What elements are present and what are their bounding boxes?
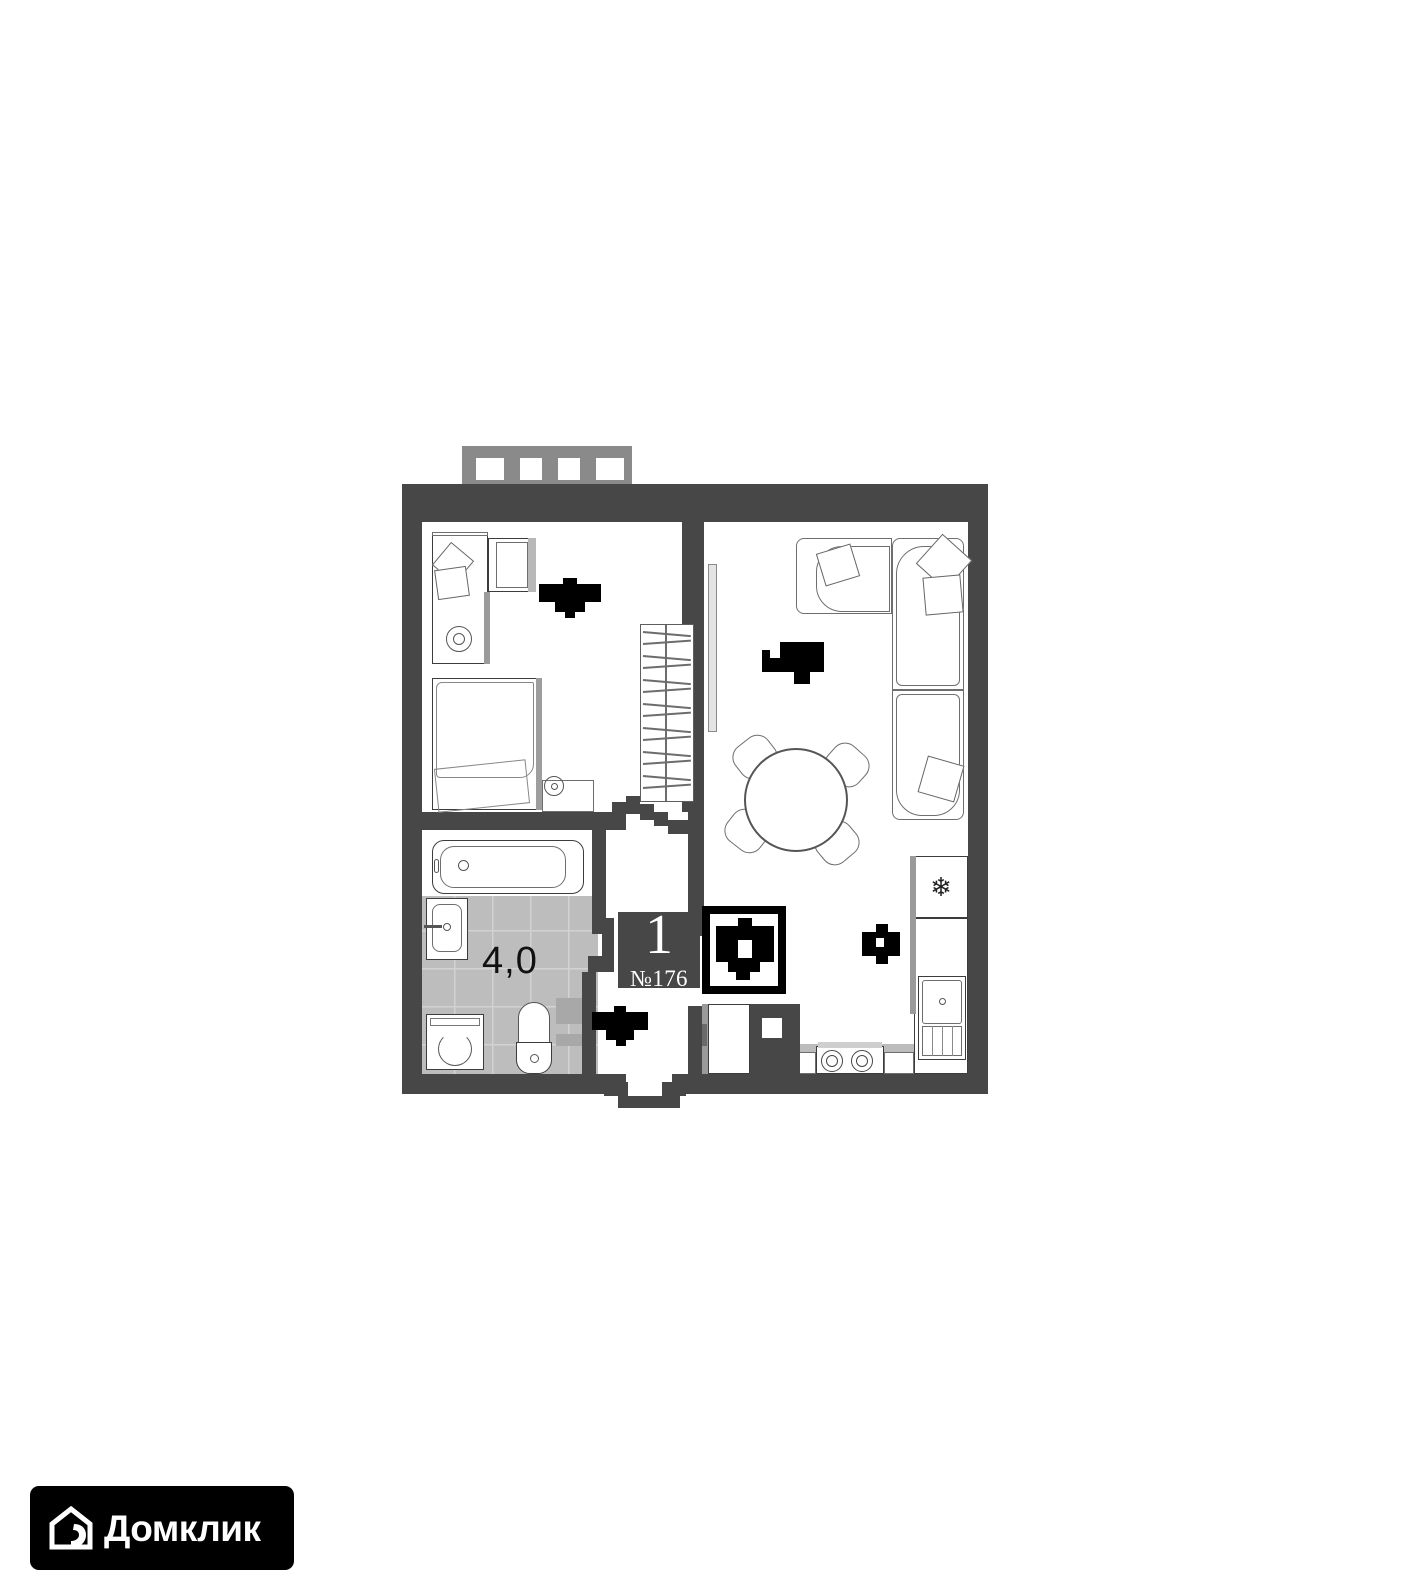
balcony-opening-2 — [520, 458, 542, 480]
bedroom-wardrobe-hangers — [640, 624, 694, 802]
hall-wall-left-step1 — [592, 918, 614, 934]
bathtub-tap — [434, 859, 439, 873]
floorplan-drawing: ❄ — [396, 446, 1002, 1126]
washbasin-bowl — [432, 904, 462, 952]
bedroom-closet-knob — [446, 626, 472, 652]
drainboard-line-2 — [942, 1026, 944, 1056]
hall-step-2 — [612, 802, 626, 830]
entrance-switch-plate — [762, 1018, 782, 1038]
balcony-opening-3 — [558, 458, 580, 480]
hall-bottom-step2 — [604, 1082, 628, 1096]
bathroom-niche-lower — [556, 1034, 582, 1046]
cooktop-burner-1 — [821, 1050, 843, 1072]
unit-badge: 1 №176 — [618, 904, 700, 991]
badge-rooms-count: 1 — [645, 904, 673, 966]
badge-unit-number: №176 — [630, 966, 688, 991]
balcony-opening-1 — [476, 458, 504, 480]
entrance-wall-block — [750, 1004, 800, 1074]
bathroom-area-label: 4,0 — [482, 940, 538, 982]
hall-wall-left-step3 — [588, 956, 614, 972]
domklik-logo: Домклик — [30, 1486, 294, 1570]
balcony-opening-4 — [596, 458, 624, 480]
toilet-tank — [518, 1002, 550, 1044]
refrigerator — [914, 856, 968, 918]
fridge-door-edge — [910, 856, 916, 918]
wall-top-inner-right — [768, 504, 968, 522]
washbasin-drain — [443, 923, 451, 931]
bedroom-armchair-seat — [496, 542, 528, 588]
hall-step-5 — [654, 812, 668, 826]
domklik-wordmark: Домклик — [104, 1507, 261, 1549]
bathtub-drain — [458, 860, 469, 871]
cooktop-burner-2 — [851, 1050, 873, 1072]
wall-top-inner-left — [422, 504, 618, 522]
wall-right — [968, 484, 988, 1094]
bedroom-closet-knob-inner — [453, 633, 465, 645]
bathroom-niche-upper — [556, 998, 582, 1024]
watermark-badge-overlap — [702, 906, 786, 994]
hall-wall-right-lower — [688, 1006, 704, 1074]
hall-wall-left-upper — [592, 830, 606, 918]
bedroom-bed — [432, 678, 542, 810]
kitchen-base-cabinet-right — [884, 1052, 914, 1074]
kitchen-countertop — [702, 1044, 914, 1052]
cooktop-knob-row — [818, 1042, 882, 1048]
hall-step-3 — [626, 796, 640, 814]
dining-table — [744, 748, 848, 852]
hall-bottom-step4 — [672, 1074, 702, 1088]
kitchen-cabinet-edge — [910, 918, 916, 1014]
snowflake-icon: ❄ — [930, 872, 952, 902]
entrance-door — [708, 1004, 750, 1074]
watermark-hallway — [592, 1006, 648, 1046]
wall-left — [402, 484, 422, 1094]
hall-wall-right — [688, 812, 704, 936]
washing-machine-panel — [430, 1018, 480, 1026]
bedroom-door-panel — [484, 592, 490, 664]
watermark-bedroom — [539, 578, 601, 618]
hall-bottom-cap — [618, 1096, 680, 1108]
wall-bedroom-bathroom — [422, 812, 598, 830]
bedroom-pillow-b — [434, 565, 470, 601]
bedroom-armchair-shadow — [528, 538, 536, 592]
drainboard-line-3 — [952, 1026, 954, 1056]
hall-step-1 — [598, 812, 612, 830]
toilet-flush-button — [530, 1054, 539, 1063]
washbasin-tap — [424, 925, 442, 928]
hall-wall-left-lower — [582, 972, 596, 1076]
washing-machine-drum — [438, 1032, 472, 1066]
hall-wall-left-step2 — [602, 934, 614, 956]
kitchen-sink-drain — [939, 998, 946, 1005]
bedroom-lamp — [544, 776, 564, 796]
drainboard-line-1 — [932, 1026, 934, 1056]
living-window — [708, 564, 717, 732]
bedroom-bed-sheet — [436, 682, 534, 778]
watermark-kitchen — [862, 924, 900, 964]
house-logo-icon — [40, 1497, 102, 1559]
bedroom-lamp-core — [551, 783, 558, 790]
bedroom-bed-frame-side — [536, 678, 542, 810]
hall-step-4 — [640, 804, 654, 820]
watermark-living — [762, 642, 824, 684]
wall-top — [402, 484, 988, 504]
bedroom-closet-shelf — [432, 532, 488, 536]
entrance-door-handle — [702, 1024, 707, 1046]
sofa-pillow-3 — [922, 574, 964, 616]
